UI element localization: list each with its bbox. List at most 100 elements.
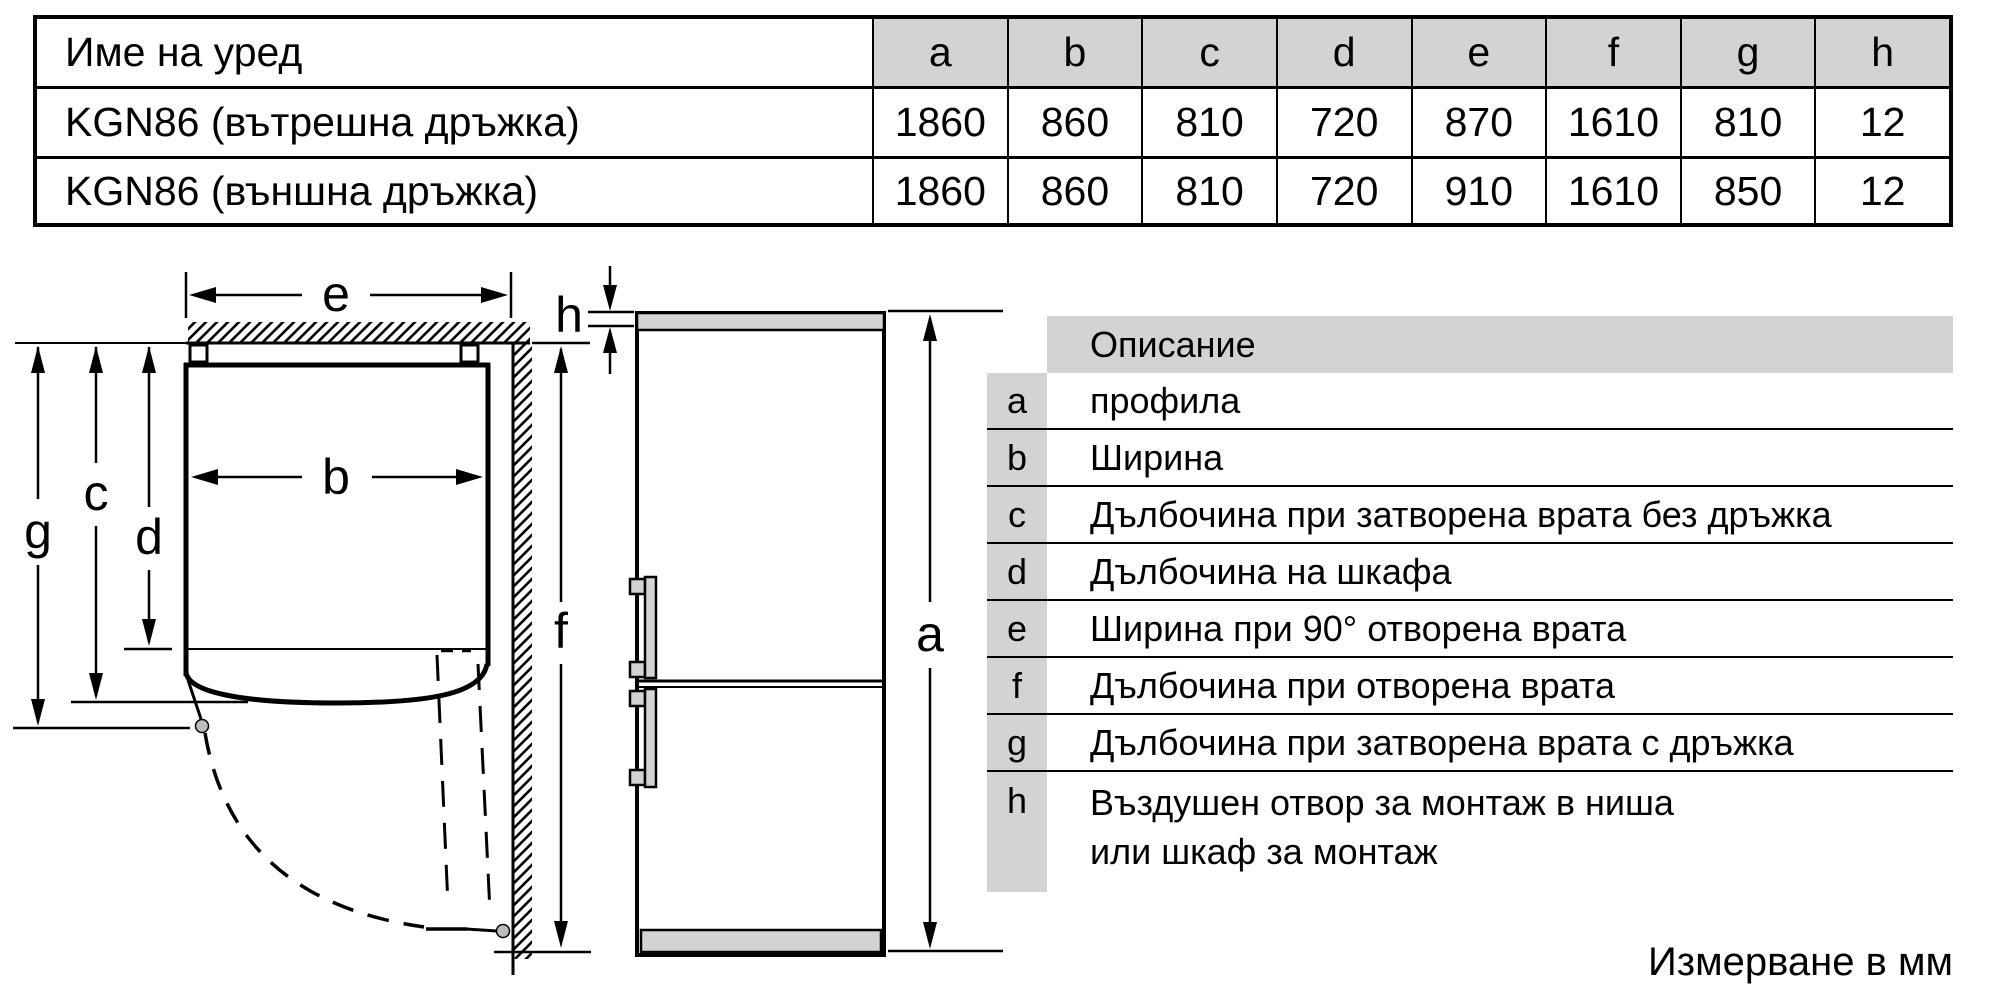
dimension-a: a xyxy=(888,309,1003,953)
legend-desc: Дълбочина при затворена врата с дръжка xyxy=(1090,721,1794,763)
table-cell: 1860 xyxy=(872,89,1007,159)
arrowhead xyxy=(923,314,937,341)
label-d: d xyxy=(135,509,163,565)
legend-desc-line: Въздушен отвор за монтаж в ниша xyxy=(1090,782,1674,823)
table-header-f: f xyxy=(1545,19,1680,89)
legend-row-e: e Ширина при 90° отворена врата xyxy=(987,601,1953,658)
table-row-name: KGN86 (външна дръжка) xyxy=(65,167,538,214)
door-handle-knob xyxy=(194,718,210,734)
door-swing-arc xyxy=(203,732,425,929)
arrowhead xyxy=(481,287,508,303)
legend-desc: Ширина при 90° отворена врата xyxy=(1090,607,1627,649)
open-door-handle-line xyxy=(465,927,498,933)
dimension-h: h xyxy=(555,266,634,374)
table-header-d: d xyxy=(1275,19,1411,89)
arrowhead xyxy=(89,673,103,700)
table-cell: 850 xyxy=(1679,159,1815,223)
legend-row-d: d Дълбочина на шкафа xyxy=(987,544,1953,601)
legend-letter: h xyxy=(987,772,1047,892)
table-cell: 810 xyxy=(1679,89,1815,159)
legend-desc: Ширина xyxy=(1090,436,1224,478)
legend-letter: f xyxy=(987,658,1047,713)
label-f: f xyxy=(554,603,568,659)
legend-letter: a xyxy=(987,373,1047,428)
freezer-door-handle xyxy=(628,687,658,789)
table-header-name: Име на уред xyxy=(37,19,872,89)
legend-letter: c xyxy=(987,487,1047,542)
table-cell: 810 xyxy=(1141,89,1276,159)
table-header-e: e xyxy=(1410,19,1546,89)
wall-spacer-right xyxy=(459,343,480,364)
table-cell: 720 xyxy=(1275,89,1411,159)
legend-desc-line: или шкаф за монтаж xyxy=(1090,831,1438,872)
arrowhead xyxy=(554,921,568,948)
label-b: b xyxy=(322,449,350,505)
arrowhead xyxy=(89,346,103,373)
fridge-body xyxy=(635,311,886,957)
label-e: e xyxy=(322,266,350,322)
wall-hatch-right xyxy=(513,343,532,959)
front-view-diagram: a xyxy=(628,309,1003,957)
table-cell: 12 xyxy=(1814,159,1949,223)
fridge-top-vent-strip xyxy=(635,311,886,332)
table-cell: 1860 xyxy=(872,159,1007,223)
arrowhead xyxy=(554,346,568,373)
arrowhead xyxy=(189,287,216,303)
fridge-plinth xyxy=(639,928,883,954)
table-cell: 870 xyxy=(1410,89,1546,159)
arrowhead xyxy=(603,285,617,311)
legend-row-a: a профила xyxy=(987,373,1953,430)
table-cell: 860 xyxy=(1006,159,1142,223)
legend-desc: Въздушен отвор за монтаж в ниша или шкаф… xyxy=(1047,772,1953,892)
label-h: h xyxy=(555,287,583,343)
label-a: a xyxy=(916,606,944,662)
table-cell: 910 xyxy=(1410,159,1546,223)
measurement-unit-note: Измерване в мм xyxy=(1648,940,1953,984)
legend-header: Описание xyxy=(1047,316,1953,373)
dimension-table: Име на уред a b c d e f g h KGN86 (вътре… xyxy=(33,15,1953,227)
dimension-c: c xyxy=(71,346,248,704)
dimension-f: f xyxy=(494,341,591,954)
legend-desc: профила xyxy=(1090,379,1241,421)
legend-desc: Дълбочина при отворена врата xyxy=(1090,664,1616,706)
arrowhead xyxy=(603,327,617,353)
fridge-door-handle xyxy=(628,575,658,680)
table-row-name: KGN86 (вътрешна дръжка) xyxy=(37,89,872,159)
legend-desc: Дълбочина при затворена врата без дръжка xyxy=(1090,493,1832,535)
arrowhead xyxy=(923,922,937,949)
dimension-b: b xyxy=(191,449,483,505)
arrowhead xyxy=(191,469,218,485)
table-header-a: a xyxy=(872,19,1007,89)
wall-hatch-top xyxy=(188,322,530,343)
door-handle-line xyxy=(186,679,203,720)
arrowhead xyxy=(456,469,483,485)
dimension-e: e xyxy=(184,266,513,322)
legend-row-g: g Дълбочина при затворена врата с дръжка xyxy=(987,715,1953,772)
legend-letter: d xyxy=(987,544,1047,599)
arrowhead xyxy=(142,619,156,646)
label-g: g xyxy=(24,503,52,559)
open-door-edge-right xyxy=(476,663,492,913)
legend-row-b: b Ширина xyxy=(987,430,1953,487)
table-header-g: g xyxy=(1679,19,1815,89)
legend-letter: b xyxy=(987,430,1047,485)
dimension-d: d xyxy=(124,346,172,651)
legend-row-f: f Дълбочина при отворена врата xyxy=(987,658,1953,715)
wall-spacer-left xyxy=(188,343,209,364)
table-cell: 1610 xyxy=(1545,159,1680,223)
table-cell: 1610 xyxy=(1545,89,1680,159)
legend-row-c: c Дълбочина при затворена врата без дръж… xyxy=(987,487,1953,544)
door-front-curve xyxy=(183,663,490,706)
open-door-handle-knob xyxy=(495,923,511,939)
legend-letter: g xyxy=(987,715,1047,770)
legend-letter: e xyxy=(987,601,1047,656)
table-header-h: h xyxy=(1814,19,1949,89)
table-header-b: b xyxy=(1006,19,1142,89)
table-cell: 860 xyxy=(1006,89,1142,159)
table-cell: 810 xyxy=(1141,159,1276,223)
legend-desc: Дълбочина на шкафа xyxy=(1090,550,1452,592)
dimension-g: g xyxy=(13,346,190,730)
arrowhead xyxy=(142,346,156,373)
